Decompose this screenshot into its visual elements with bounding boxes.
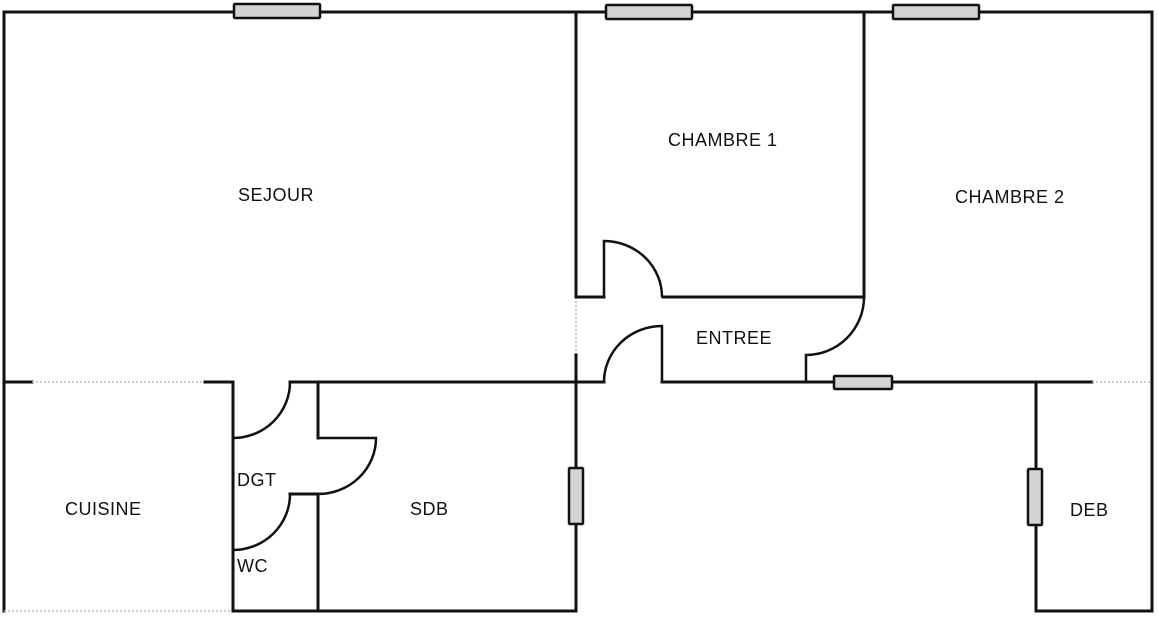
window-sdb (567, 466, 585, 526)
room-label-sdb: SDB (410, 499, 449, 519)
door-chambre2 (804, 296, 866, 381)
window-deb (1026, 467, 1044, 527)
room-label-deb: DEB (1070, 500, 1109, 520)
room-label-wc: WC (237, 556, 268, 576)
door-dgt (232, 381, 292, 440)
door-sdb (317, 436, 378, 496)
door-chambre1 (602, 239, 664, 298)
room-label-cuisine: CUISINE (65, 499, 142, 519)
room-label-chambre2: CHAMBRE 2 (955, 187, 1065, 207)
window-chambre1 (604, 3, 694, 21)
door-entree (602, 324, 664, 383)
window-entree (832, 374, 894, 391)
door-wc (232, 493, 292, 552)
room-label-sejour: SEJOUR (238, 185, 315, 205)
room-label-chambre1: CHAMBRE 1 (668, 130, 778, 150)
room-label-entree: ENTREE (696, 328, 773, 348)
window-chambre2 (891, 3, 981, 21)
room-label-dgt: DGT (237, 470, 277, 490)
window-sejour (232, 2, 322, 20)
